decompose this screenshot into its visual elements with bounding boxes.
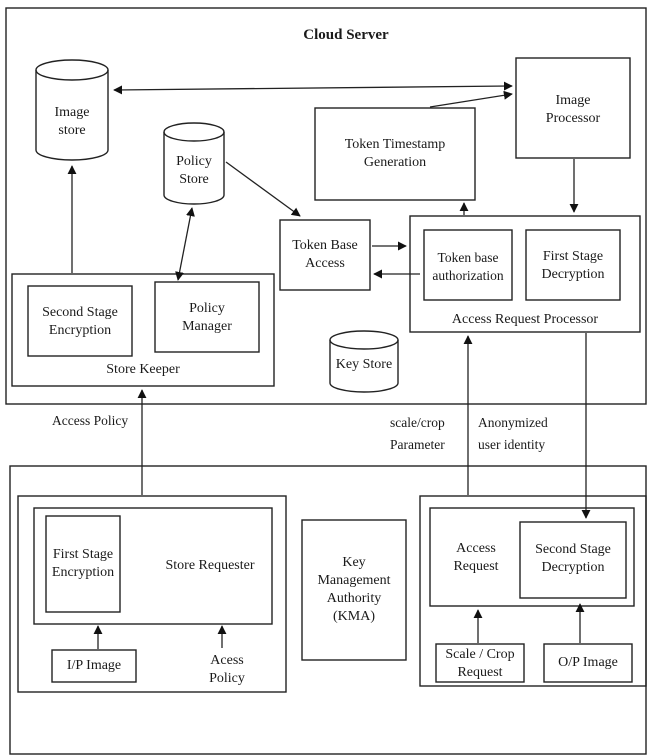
policy-manager-box [154, 281, 260, 353]
cloud-server-box [5, 7, 647, 405]
first-stage-encryption-box [45, 515, 121, 613]
scale-crop-request-box [435, 643, 525, 683]
store-requester-inner [33, 507, 273, 625]
policy-store-cylinder [163, 122, 225, 205]
key-store-cylinder [329, 330, 399, 393]
op-image-label: O/P Image [558, 655, 618, 670]
ip-image-box [51, 649, 137, 683]
second-stage-encryption-box [27, 285, 133, 357]
second-stage-decryption-box [519, 521, 627, 599]
store-keeper-label: Store Keeper [106, 362, 180, 377]
arrow-imagestore-imageprocessor [113, 81, 513, 95]
first-stage-decryption-box [525, 229, 621, 301]
image-store-cylinder [35, 59, 109, 161]
access-policy-link-label: Access Policy [52, 413, 129, 428]
access-request-outer [419, 495, 647, 687]
arrow-policymanager-policystore [175, 207, 195, 281]
store-keeper-box [11, 273, 275, 387]
store-requester-outer [17, 495, 287, 693]
op-image-box [543, 643, 633, 683]
store-requester-label: Store Requester [165, 558, 255, 573]
ip-image-label: I/P Image [66, 658, 122, 673]
image-processor-box [515, 57, 631, 159]
arrow-policystore-tokenaccess [225, 161, 301, 217]
access-request-processor-label: Access Request Processor [451, 312, 599, 327]
token-timestamp-box [314, 107, 476, 201]
token-base-auth-box [423, 229, 513, 301]
key-store-label: Key Store [335, 357, 393, 372]
token-base-access-box [279, 219, 371, 291]
cloud-server-title: Cloud Server [303, 27, 389, 43]
arrow-timestamp-imageprocessor [429, 90, 513, 108]
kma-box [301, 519, 407, 661]
access-request-inner [429, 507, 635, 607]
